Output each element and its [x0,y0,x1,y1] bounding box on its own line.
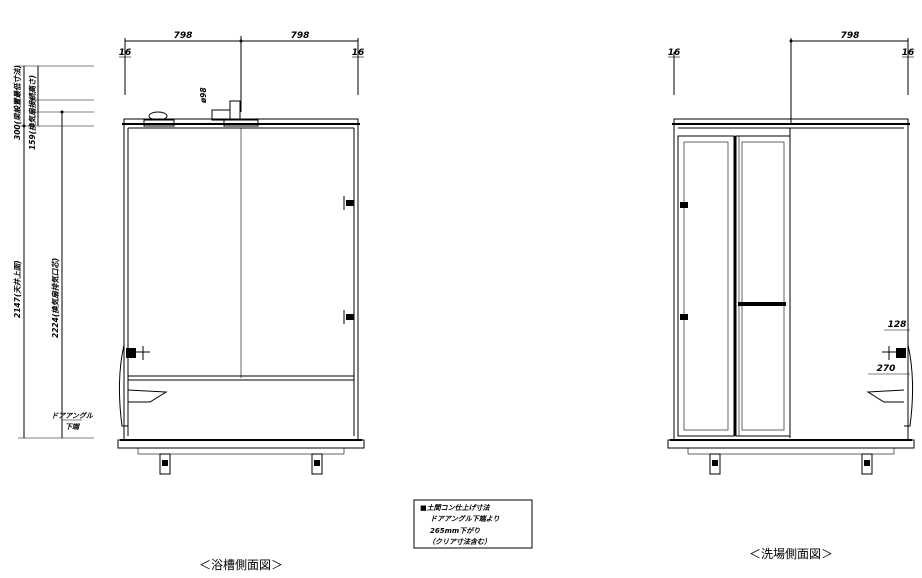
dim-2224: 2224(換気扇排気口芯) [51,258,60,338]
pipe-diameter: ø98 [199,87,208,104]
note-line-3: 265mm下がり [430,526,480,535]
washing-side-view: 798 16 16 128 270 [667,31,915,475]
offset-16-left: 16 [119,48,132,58]
washing-side-caption: ＜洗場側面図＞ [749,547,833,561]
dim-798-top: 798 [841,31,860,41]
dim-300: 300(梁設置最低寸法) [13,65,22,140]
note-line-4: （クリア寸法含む） [428,537,491,546]
dim-2147: 2147(天井上面) [13,260,22,318]
dim-159: 159(換気扇接続高さ) [28,75,37,150]
floor-note-box: ■土間コン仕上げ寸法 ドアアングル下端より 265mm下がり （クリア寸法含む） [413,499,533,549]
bathtub-side-caption: ＜浴槽側面図＞ [199,558,283,572]
offset-16-right: 16 [352,48,365,58]
dim-798-right: 798 [291,31,310,41]
bathtub-side-view: 798 798 16 16 ø98 300(梁設置最低寸法) 159(換気扇接続… [13,31,365,475]
dim-798-left: 798 [174,31,193,41]
dim-270: 270 [877,364,896,374]
offset-16-left-right-view: 16 [668,48,681,58]
note-line-1: ■土間コン仕上げ寸法 [420,503,491,512]
door-angle-label: ドアアングル [51,411,94,420]
offset-16-right-right-view: 16 [902,48,915,58]
door-angle-bottom-label: 下端 [65,422,81,431]
note-line-2: ドアアングル下端より [430,514,500,523]
dim-128: 128 [888,320,907,330]
